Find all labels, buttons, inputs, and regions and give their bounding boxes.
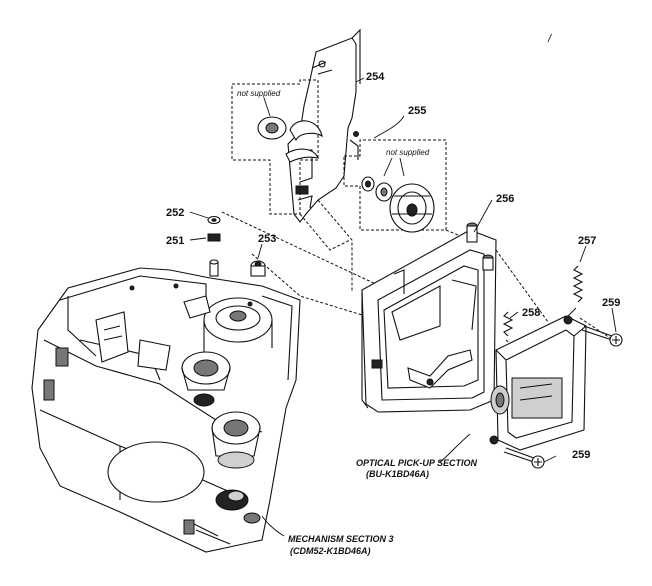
part-label-255: 255 <box>408 105 426 117</box>
part-label-252: 252 <box>166 207 184 219</box>
part-259-screw-upper <box>581 307 623 347</box>
part-label-259-upper: 259 <box>602 297 620 309</box>
part-252-washer <box>207 215 221 225</box>
part-259-screw-lower <box>503 447 557 469</box>
part-label-251: 251 <box>166 235 184 247</box>
not-supplied-note: not supplied <box>237 89 281 98</box>
guide-arm <box>407 349 473 389</box>
mechanism-section-model: (CDM52-K1BD46A) <box>290 546 371 556</box>
part-label-256: 256 <box>496 193 514 205</box>
part-255-gear: not supplied <box>343 115 447 233</box>
mechanism-section-3 <box>31 267 301 553</box>
gear-segment <box>289 120 323 142</box>
part-256-frame <box>361 199 497 413</box>
corner-mark: / <box>547 33 552 45</box>
not-supplied-note: not supplied <box>386 148 430 157</box>
part-label-258: 258 <box>522 307 540 319</box>
part-257-spring <box>565 245 587 319</box>
optical-section-model: (BU-K1BD46A) <box>366 469 429 479</box>
part-label-253: 253 <box>258 233 276 245</box>
optical-section-caption: OPTICAL PICK-UP SECTION <box>356 458 478 468</box>
part-label-259-lower: 259 <box>572 449 590 461</box>
base-round-cutout <box>107 441 205 503</box>
optical-pick-up-section <box>489 315 587 451</box>
mechanism-section-caption: MECHANISM SECTION 3 <box>288 534 394 544</box>
part-shaft-pin <box>209 259 219 277</box>
part-label-254: 254 <box>366 71 385 83</box>
part-251-spacer <box>207 233 221 242</box>
part-253-collar <box>250 260 266 277</box>
not-supplied-group-left: not supplied <box>231 79 351 251</box>
part-258-spring <box>502 311 519 337</box>
part-label-257: 257 <box>578 235 596 247</box>
